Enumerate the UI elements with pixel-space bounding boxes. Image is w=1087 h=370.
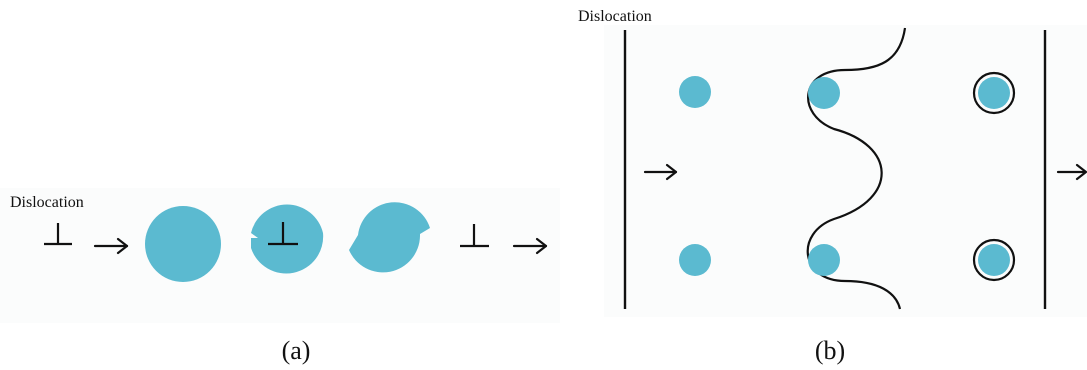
particle-top-pinning [808,77,840,109]
panel-a: Dislocation (a) [0,188,560,365]
right-arrow-icon [512,237,548,255]
panel-b: Dislocation (b) [578,8,1087,365]
panel-b-dislocation-label: Dislocation [578,8,652,25]
right-arrow-icon [643,163,678,181]
particle-being-sheared [251,204,324,274]
panel-a-dislocation-label: Dislocation [10,194,84,211]
dislocation-line-bowing [806,27,907,310]
orowan-loop-top [972,71,1016,115]
particle-sheared [349,202,430,273]
right-arrow-icon [93,237,129,255]
particle-top-looped [978,77,1010,109]
dislocation-symbol-icon [44,223,72,246]
particle-intact [145,206,221,282]
panel-b-caption: (b) [815,336,845,365]
orowan-loop-bottom [972,238,1016,282]
panel-a-caption: (a) [282,336,311,365]
particle-bottom-pinning [808,244,840,276]
dislocation-symbol-icon [460,224,489,248]
particle-bottom-looped [978,244,1010,276]
particle-bottom-free [679,244,711,276]
dislocation-symbol-icon [268,222,298,246]
right-arrow-icon [1056,163,1087,181]
particle-top-free [679,76,711,108]
